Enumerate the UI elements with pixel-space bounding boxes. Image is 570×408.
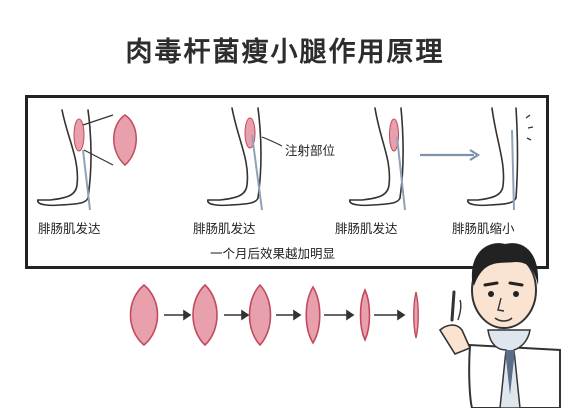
- stage-label-2: 腓肠肌发达: [193, 221, 256, 236]
- muscle-stage: [248, 283, 272, 347]
- pointer-line: [261, 136, 283, 147]
- muscle-progression: [129, 283, 419, 347]
- stage-label-3: 腓肠肌发达: [335, 221, 398, 236]
- injection-site-label: 注射部位: [285, 143, 336, 158]
- shrink-marks-icon: [525, 114, 534, 141]
- leg-figure-1: [37, 109, 92, 207]
- diagram-panel: [25, 95, 549, 269]
- needle-line: [251, 134, 263, 211]
- arrow-icon: [164, 309, 406, 321]
- needle-line: [82, 149, 91, 211]
- muscle-magnified: [113, 114, 137, 166]
- muscle-stage: [129, 283, 159, 347]
- page-title: 肉毒杆菌瘦小腿作用原理: [125, 37, 445, 68]
- needle-line: [511, 129, 515, 211]
- muscle-stage: [413, 291, 419, 339]
- effect-caption: 一个月后效果越加明显: [210, 246, 336, 261]
- muscle-stage: [359, 288, 371, 342]
- calf-muscle-3: [389, 118, 399, 152]
- stage-label-4: 腓肠肌缩小: [452, 221, 515, 236]
- doctor-illustration: [438, 243, 561, 408]
- calf-muscle-1: [73, 118, 85, 152]
- needle-line: [396, 136, 406, 211]
- muscle-stage: [305, 285, 321, 345]
- stage-label-1: 腓肠肌发达: [38, 221, 101, 236]
- zoom-line: [83, 149, 114, 166]
- muscle-stage: [192, 283, 218, 347]
- arrow-icon: [420, 149, 481, 161]
- leg-figure-3: [349, 107, 404, 207]
- zoom-line: [82, 114, 114, 126]
